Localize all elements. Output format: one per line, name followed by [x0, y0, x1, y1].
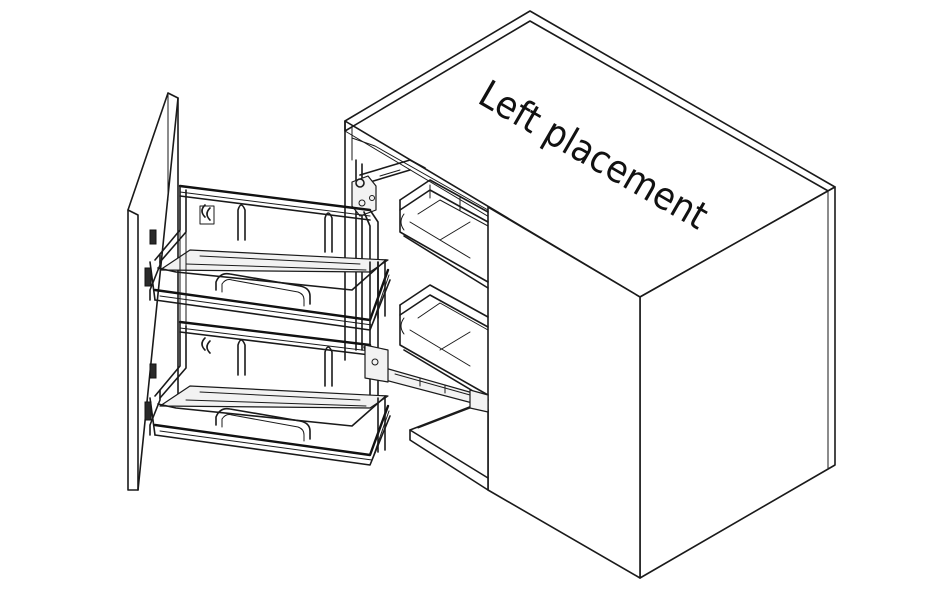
- interior-baskets: [355, 159, 489, 401]
- basket-uprights: [179, 229, 389, 383]
- lower-basket: [144, 320, 391, 466]
- lower-slide-rail: [384, 367, 489, 413]
- pivot-bracket: [351, 175, 377, 217]
- cabinet-body: [344, 10, 836, 579]
- door-panel: [127, 92, 179, 491]
- upper-basket: [144, 184, 391, 331]
